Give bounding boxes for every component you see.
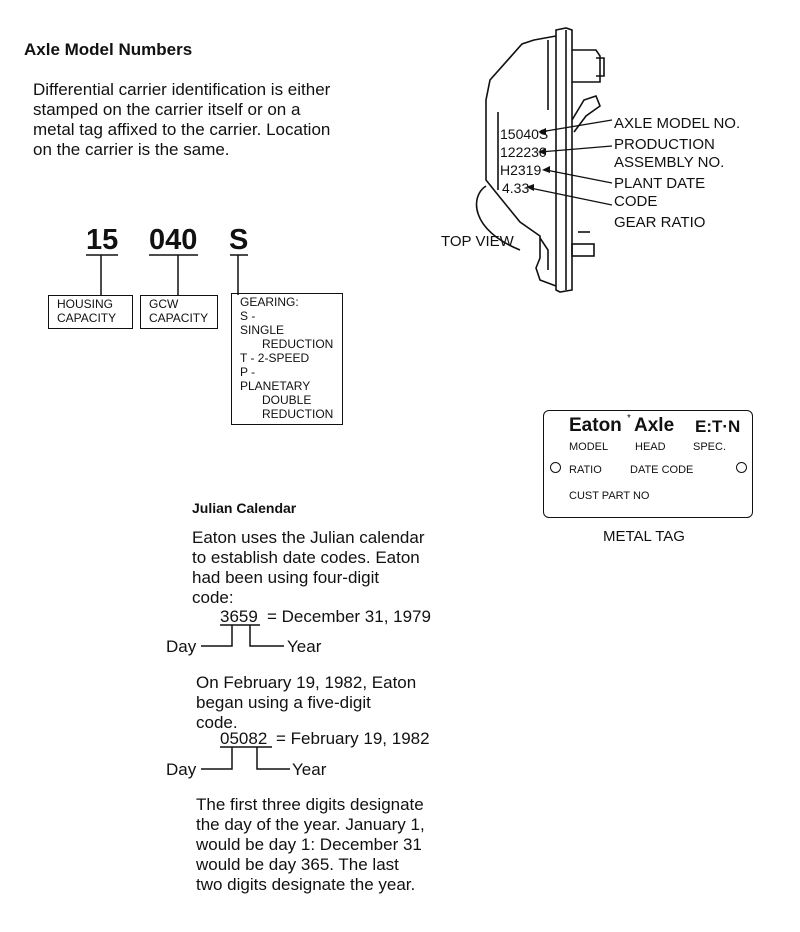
tag-model: MODEL: [569, 441, 609, 453]
label-plant-date: PLANT DATE: [614, 175, 706, 192]
model-code-housing: 15: [86, 224, 119, 256]
intro-line: on the carrier is the same.: [33, 140, 230, 159]
tag-asterisk-icon: *: [627, 413, 631, 424]
intro-line: stamped on the carrier itself or on a: [33, 100, 301, 119]
julian-para-3: The first three digits designate the day…: [196, 795, 425, 894]
label-code: CODE: [614, 193, 658, 210]
julian-example-1-year: Year: [287, 637, 322, 656]
top-view-label: TOP VIEW: [441, 233, 514, 250]
label-gear-ratio: GEAR RATIO: [614, 214, 706, 231]
stamp-date: H2319: [500, 162, 542, 178]
page-heading: Axle Model Numbers: [24, 40, 193, 59]
tag-ratio: RATIO: [569, 464, 602, 476]
housing-capacity-box: HOUSING CAPACITY: [48, 295, 133, 329]
tag-rivet-hole-left: [550, 462, 561, 473]
tag-date-code: DATE CODE: [630, 464, 694, 476]
stamp-ratio: 4.33: [502, 180, 530, 196]
model-code-gcw: 040: [149, 224, 198, 256]
julian-example-1-day: Day: [166, 637, 197, 656]
tag-brand-axle: Axle: [634, 415, 675, 436]
julian-example-2-year: Year: [292, 760, 327, 779]
julian-example-2-date: = February 19, 1982: [276, 729, 430, 748]
metal-tag: Eaton * Axle E:T·N MODEL HEAD SPEC. RATI…: [543, 410, 753, 518]
label-assembly: ASSEMBLY NO.: [614, 154, 725, 171]
julian-example-2-day: Day: [166, 760, 197, 779]
eaton-logo: E:T·N: [695, 417, 741, 436]
julian-para-1: Eaton uses the Julian calendar to establ…: [192, 528, 425, 607]
julian-heading: Julian Calendar: [192, 500, 297, 516]
stamp-model: 15040S: [500, 126, 549, 142]
julian-example-1-code: 3659: [220, 607, 258, 626]
julian-example-1-date: = December 31, 1979: [267, 607, 431, 626]
model-code-gearing: S: [229, 224, 249, 256]
julian-para-2: On February 19, 1982, Eaton began using …: [196, 673, 417, 732]
label-axle-model: AXLE MODEL NO.: [614, 115, 741, 132]
stamp-production: 122230: [500, 144, 547, 160]
intro-line: Differential carrier identification is e…: [33, 80, 331, 99]
intro-line: metal tag affixed to the carrier. Locati…: [33, 120, 331, 139]
gearing-box: GEARING: S - SINGLE REDUCTION T - 2-SPEE…: [231, 293, 343, 425]
tag-rivet-hole-right: [736, 462, 747, 473]
tag-brand: Eaton: [569, 415, 622, 436]
tag-cust-part: CUST PART NO: [569, 490, 650, 502]
julian-example-2-code: 05082: [220, 729, 268, 748]
metal-tag-caption: METAL TAG: [603, 528, 685, 545]
tag-spec: SPEC.: [693, 441, 727, 453]
tag-head: HEAD: [635, 441, 666, 453]
gcw-capacity-box: GCW CAPACITY: [140, 295, 218, 329]
carrier-stamps: 15040S 122230 H2319 4.33: [500, 125, 548, 197]
label-production: PRODUCTION: [614, 136, 715, 153]
carrier-labels: AXLE MODEL NO. PRODUCTION ASSEMBLY NO. P…: [614, 115, 740, 232]
intro-paragraph: Differential carrier identification is e…: [33, 80, 378, 160]
